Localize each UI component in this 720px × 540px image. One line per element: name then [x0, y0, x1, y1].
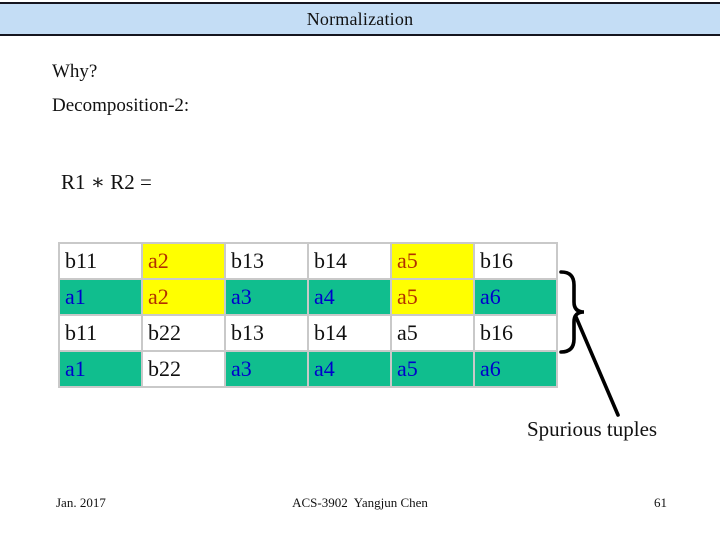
table-cell: a4 [307, 350, 392, 388]
table-cell: b22 [141, 350, 226, 388]
table-cell: b16 [473, 314, 558, 352]
table-cell: b22 [141, 314, 226, 352]
body-line-why: Why? [52, 61, 98, 82]
footer-date: Jan. 2017 [56, 495, 106, 510]
body-line-decomposition: Decomposition-2: [52, 95, 190, 116]
table-cell: a6 [473, 350, 558, 388]
table-cell: b13 [224, 242, 309, 280]
table-cell: a2 [141, 242, 226, 280]
slide-footer: ACS-3902 Yangjun Chen Jan. 2017 61 [0, 495, 720, 513]
table-cell: b14 [307, 314, 392, 352]
table-cell: a5 [390, 242, 475, 280]
footer-page-number: 61 [654, 495, 667, 510]
slide-title: Normalization [306, 8, 414, 29]
table-cell: b11 [58, 314, 143, 352]
table-cell: a4 [307, 278, 392, 316]
table-cell: a6 [473, 278, 558, 316]
table-cell: b14 [307, 242, 392, 280]
table-cell: a2 [141, 278, 226, 316]
footer-course: ACS-3902 Yangjun Chen [292, 495, 428, 510]
table-cell: b11 [58, 242, 143, 280]
join-equation: R1 ∗ R2 = [61, 170, 152, 194]
slide-title-bar: Normalization [0, 2, 720, 36]
table-cell: b13 [224, 314, 309, 352]
table-cell: a5 [390, 278, 475, 316]
table-cell: a3 [224, 278, 309, 316]
right-curly-brace [559, 270, 585, 354]
table-cell: b16 [473, 242, 558, 280]
table-cell: a3 [224, 350, 309, 388]
spurious-tuples-label: Spurious tuples [527, 417, 658, 441]
table-cell: a5 [390, 350, 475, 388]
pointer-line [574, 315, 620, 417]
table-cell: a5 [390, 314, 475, 352]
table-cell: a1 [58, 350, 143, 388]
table-cell: a1 [58, 278, 143, 316]
